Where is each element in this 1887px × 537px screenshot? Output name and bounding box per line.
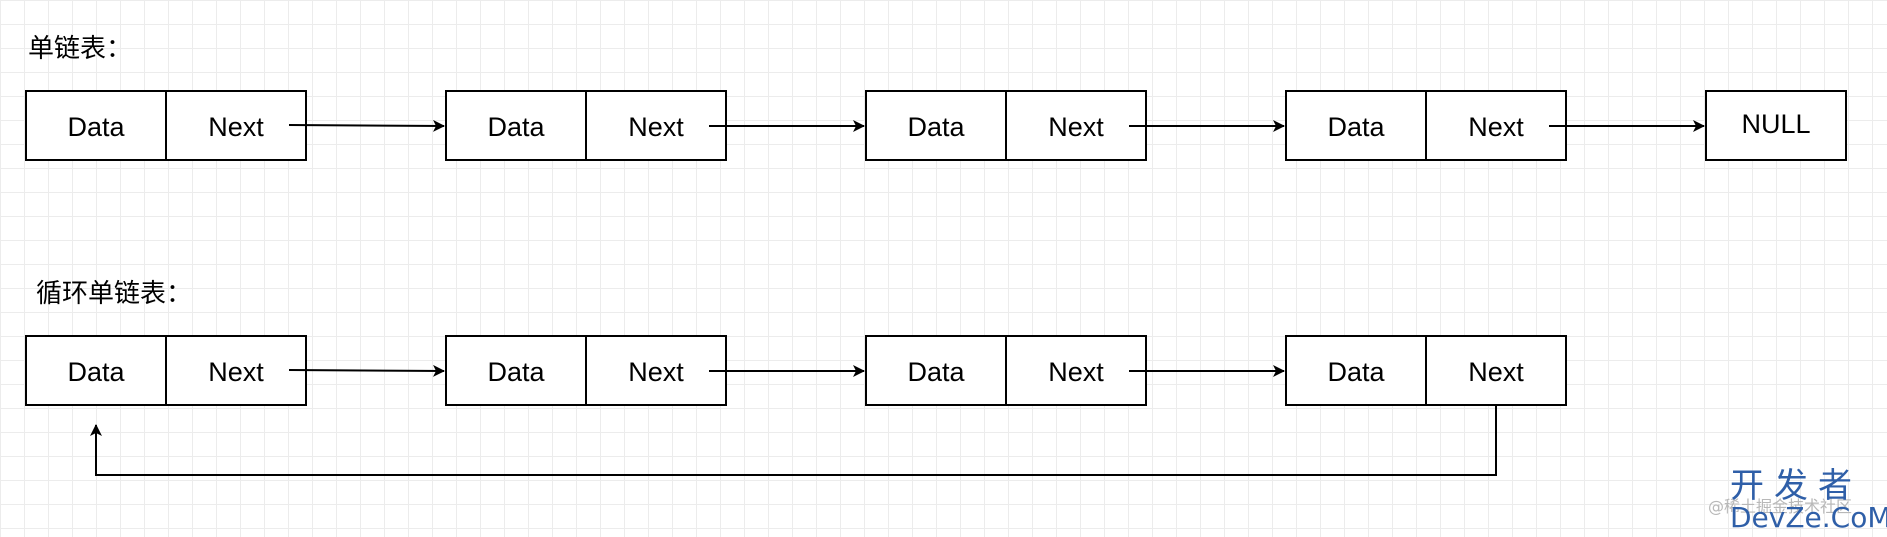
watermark-title: 开发者	[1730, 466, 1862, 506]
list-node: Data Next	[865, 335, 1147, 406]
list-node: Data Next	[1285, 335, 1567, 406]
list-node: Data Next	[445, 335, 727, 406]
next-label: Next	[1468, 112, 1524, 142]
next-cell	[165, 335, 307, 406]
null-node: NULL	[1705, 90, 1847, 161]
next-label: Next	[628, 357, 684, 387]
data-label: Data	[487, 357, 545, 387]
list-node: Data Next	[865, 90, 1147, 161]
next-label: Next	[208, 357, 264, 387]
null-label: NULL	[1741, 109, 1810, 139]
data-label: Data	[67, 112, 125, 142]
data-cell	[1285, 90, 1427, 161]
data-cell	[865, 335, 1007, 406]
data-cell	[1285, 335, 1427, 406]
next-label: Next	[1048, 112, 1104, 142]
data-cell	[445, 335, 587, 406]
list-node: Data Next	[25, 90, 307, 161]
data-label: Data	[907, 112, 965, 142]
next-cell	[1005, 335, 1147, 406]
data-label: Data	[487, 112, 545, 142]
list-node: Data Next	[445, 90, 727, 161]
next-label: Next	[1468, 357, 1524, 387]
next-cell	[165, 90, 307, 161]
next-pointer-arrow	[288, 119, 445, 132]
data-label: Data	[1327, 357, 1385, 387]
watermark: @稀土掘金技术社区 开发者 DevZe.CoM	[1708, 466, 1887, 534]
data-cell	[445, 90, 587, 161]
circular-return-arrow	[90, 405, 1497, 476]
next-pointer-arrow	[288, 364, 445, 377]
circular-singly-linked-list: Data Next Data Next Data Next Data Next	[25, 335, 1567, 476]
circular-list-label: 循环单链表：	[36, 279, 192, 309]
data-label: Data	[1327, 112, 1385, 142]
data-label: Data	[907, 357, 965, 387]
data-cell	[25, 90, 167, 161]
next-cell	[585, 335, 727, 406]
next-label: Next	[1048, 357, 1104, 387]
watermark-ghost-text: @稀土掘金技术社区	[1708, 497, 1852, 516]
list-node: Data Next	[1285, 90, 1567, 161]
next-cell	[1425, 90, 1567, 161]
data-cell	[865, 90, 1007, 161]
next-cell	[1005, 90, 1147, 161]
singly-linked-list-label: 单链表：	[28, 34, 132, 64]
watermark-brand: DevZe.CoM	[1730, 501, 1887, 534]
singly-linked-list: Data Next Data Next Data Next Data Next	[25, 90, 1847, 161]
next-label: Next	[628, 112, 684, 142]
null-cell	[1705, 90, 1847, 161]
next-cell	[1425, 335, 1567, 406]
data-label: Data	[67, 357, 125, 387]
list-node: Data Next	[25, 335, 307, 406]
data-cell	[25, 335, 167, 406]
next-label: Next	[208, 112, 264, 142]
